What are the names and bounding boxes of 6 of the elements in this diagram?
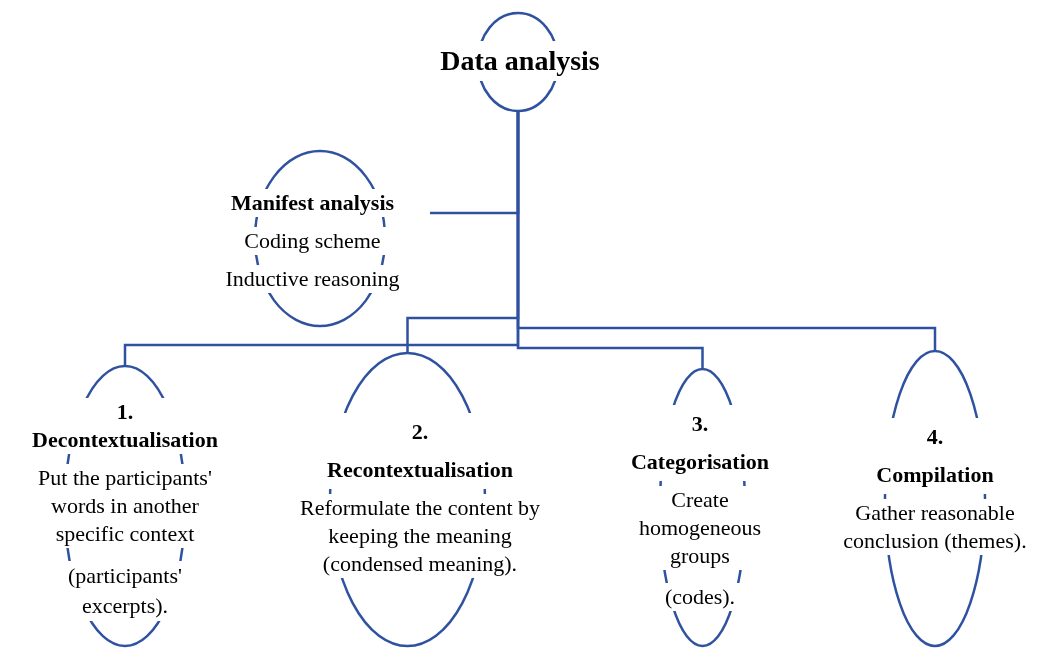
connector-line (516, 112, 937, 350)
step-title: 2. Recontextualisation (327, 413, 513, 489)
step-title: 1. Decontextualisation (32, 398, 218, 454)
step-title: 3. Categorisation (630, 405, 770, 481)
step-title: 4. Compilation (876, 418, 994, 494)
description-text: Reformulate the content by keeping the meaning (condensed meaning). (297, 494, 543, 578)
